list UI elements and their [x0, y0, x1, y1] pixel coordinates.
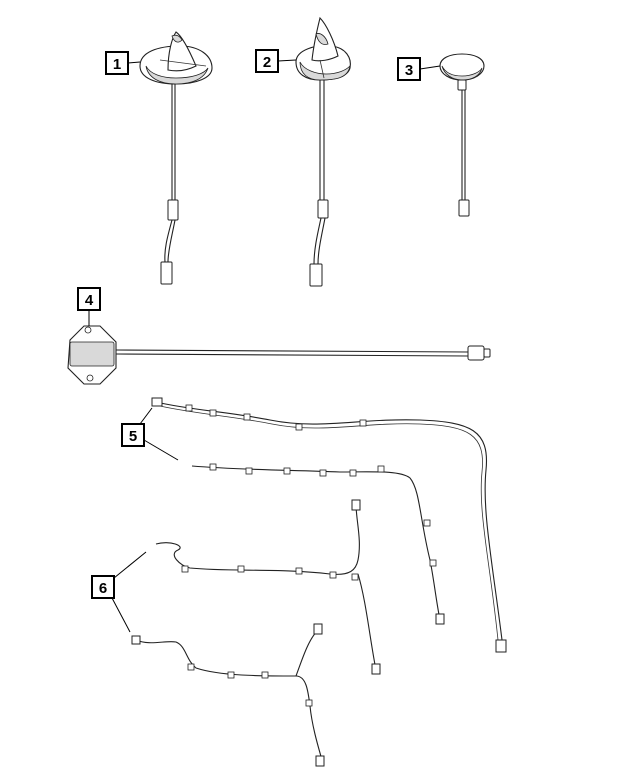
callout-5: 5 — [121, 407, 179, 461]
part-3-antenna — [439, 53, 485, 217]
callout-6: 6 — [91, 551, 147, 633]
part-2-antenna — [295, 16, 351, 287]
callout-1: 1 — [105, 51, 141, 75]
callout-4: 4 — [77, 287, 101, 326]
part-6-harness — [131, 499, 381, 767]
callout-2-label: 2 — [263, 54, 271, 71]
part-1-antenna — [139, 31, 213, 285]
part-5-harness — [151, 397, 507, 653]
callout-5-label: 5 — [129, 428, 137, 445]
callout-4-label: 4 — [85, 292, 94, 309]
callout-2: 2 — [255, 49, 297, 73]
callout-3-label: 3 — [405, 62, 413, 79]
callout-1-label: 1 — [113, 56, 121, 73]
callout-6-label: 6 — [99, 580, 107, 597]
callout-3: 3 — [397, 57, 441, 81]
part-4-module — [67, 325, 491, 385]
